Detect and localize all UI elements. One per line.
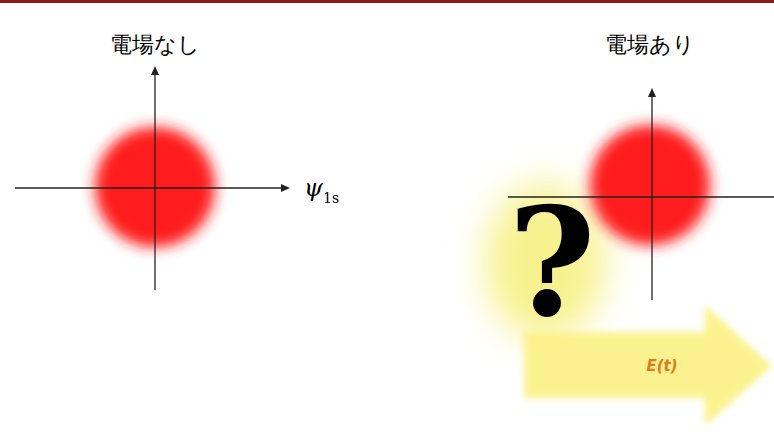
x-axis	[15, 187, 284, 188]
axis-arrowhead	[281, 184, 290, 192]
wavefunction-subscript: 1s	[323, 191, 339, 205]
top-band	[0, 0, 774, 3]
axis-arrowhead	[648, 88, 656, 97]
field-label: E(t)	[646, 359, 677, 374]
glow	[485, 184, 605, 340]
y-axis	[651, 94, 652, 300]
wavefunction-symbol: ψ	[304, 176, 323, 200]
orbital-cloud	[590, 125, 710, 245]
panel-title: 電場あり	[605, 34, 695, 56]
question-mark: ?	[508, 187, 596, 337]
panel-title: 電場なし	[110, 34, 200, 56]
axis-arrowhead	[151, 66, 159, 75]
y-axis	[154, 72, 155, 290]
